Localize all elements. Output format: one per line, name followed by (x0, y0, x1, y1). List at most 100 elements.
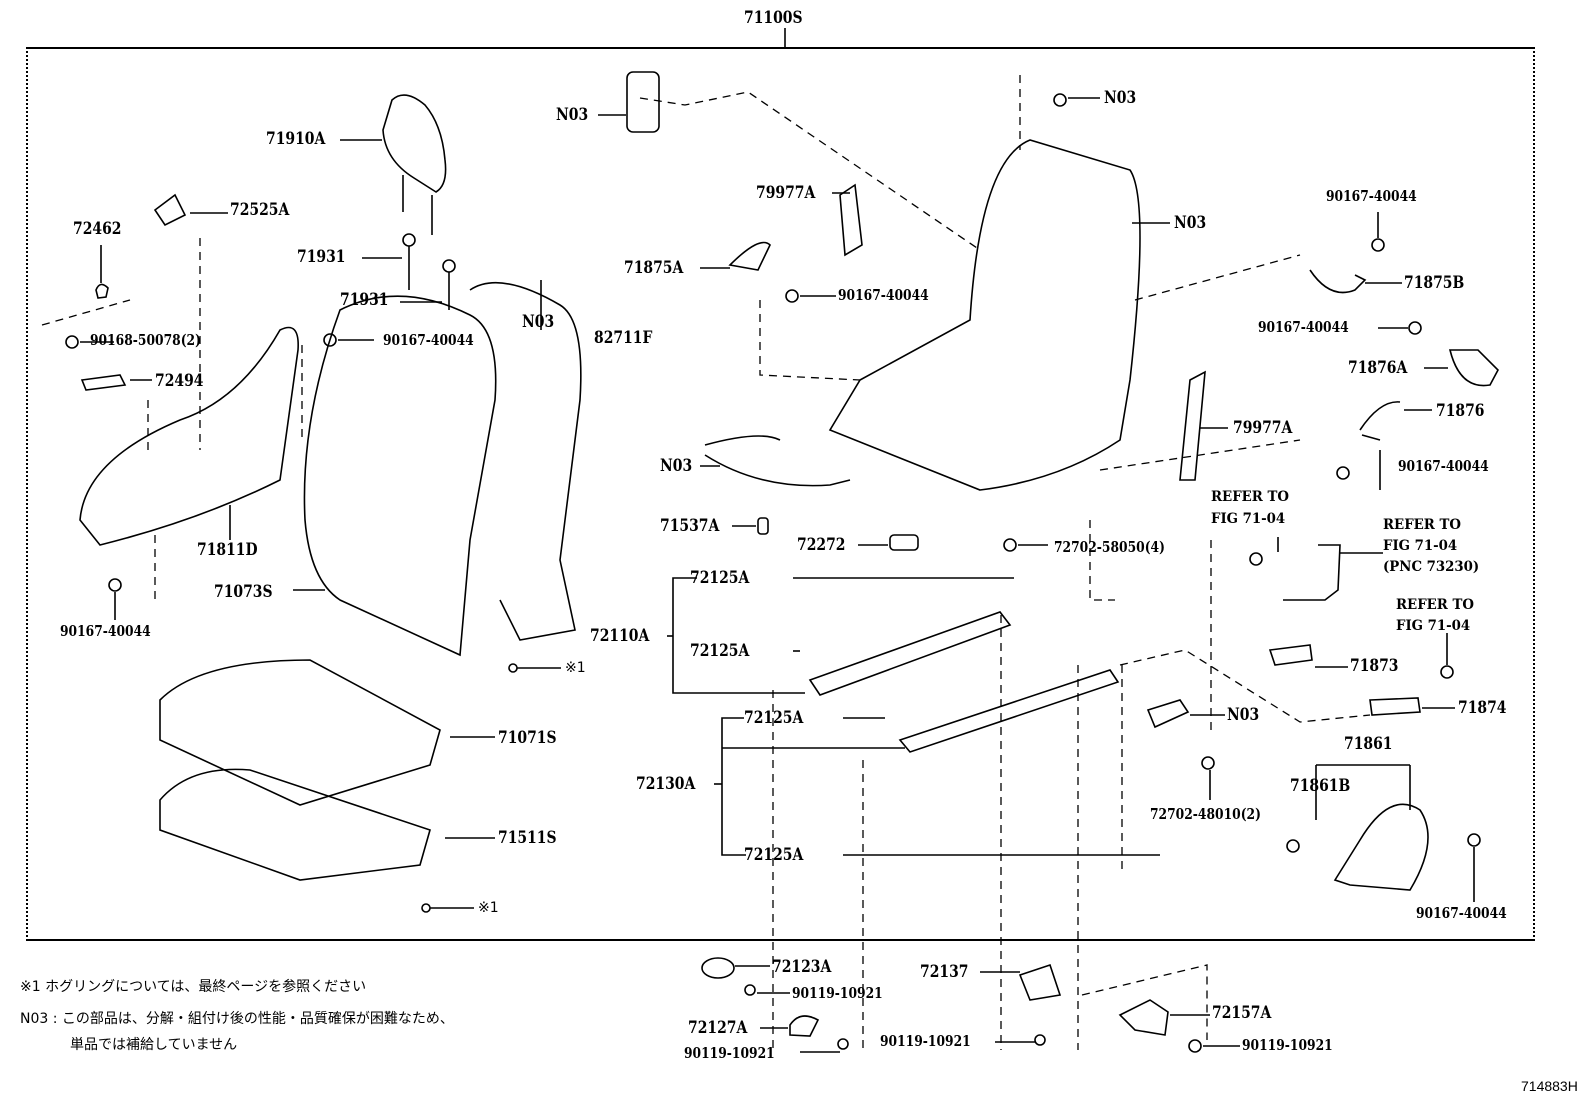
part-label-71861b[interactable]: 71861B (1290, 776, 1351, 796)
bracket-icon (1270, 645, 1312, 665)
refer-note-1-line1: REFER TO (1211, 489, 1289, 505)
part-label-72125a-2[interactable]: 72125A (690, 641, 750, 661)
screw-icon (786, 290, 798, 302)
adjuster-icon (900, 670, 1118, 752)
part-label-72702-48010[interactable]: 72702-48010(2) (1150, 805, 1261, 823)
refer-note-2-line3: (PNC 73230) (1383, 559, 1480, 575)
part-label-72125a-1[interactable]: 72125A (690, 568, 750, 588)
part-label-n03-nut[interactable]: N03 (1104, 88, 1137, 108)
part-label-79977a-left[interactable]: 79977A (756, 183, 816, 203)
part-label-71931-b[interactable]: 71931 (340, 290, 389, 310)
shield-icon (1450, 350, 1498, 386)
screw-icon (1372, 239, 1384, 251)
part-label-90168-50078[interactable]: 90168-50078(2) (90, 331, 201, 349)
n03-note-line1: N03 : この部品は、分解・組付け後の性能・品質確保が困難なため、 (20, 1011, 454, 1027)
part-label-71811d[interactable]: 71811D (197, 540, 258, 560)
screw-icon (1409, 322, 1421, 334)
buckle-icon (1283, 545, 1340, 600)
hogring-note: ※1 ホグリングについては、最終ページを参照ください (20, 979, 367, 995)
part-label-72127a[interactable]: 72127A (688, 1018, 748, 1038)
clip-icon (1287, 840, 1299, 852)
cover-icon (790, 1016, 818, 1036)
part-label-90167-40044-71861[interactable]: 90167-40044 (1416, 904, 1507, 922)
part-label-71537a[interactable]: 71537A (660, 516, 720, 536)
part-label-72462[interactable]: 72462 (73, 219, 122, 239)
knob-icon (82, 375, 125, 390)
part-label-90167-40044-top-right[interactable]: 90167-40044 (1326, 187, 1417, 205)
part-label-71875b[interactable]: 71875B (1404, 273, 1465, 293)
part-label-90119-10921-72127a[interactable]: 90119-10921 (684, 1044, 775, 1062)
part-label-72702-58050[interactable]: 72702-58050(4) (1054, 538, 1165, 556)
part-label-82711f[interactable]: 82711F (594, 328, 653, 348)
part-label-72123a[interactable]: 72123A (772, 957, 832, 977)
part-label-72125a-3[interactable]: 72125A (744, 708, 804, 728)
bracket-icon (1370, 698, 1420, 715)
part-label-n03-back-pad[interactable]: N03 (522, 312, 555, 332)
part-label-71931-a[interactable]: 71931 (297, 247, 346, 267)
airbag-icon (627, 72, 659, 132)
part-label-90167-40044-71876a[interactable]: 90167-40044 (1258, 318, 1349, 336)
part-label-72110a[interactable]: 72110A (590, 626, 650, 646)
part-label-71861[interactable]: 71861 (1344, 734, 1393, 754)
part-label-71876a[interactable]: 71876A (1348, 358, 1408, 378)
part-label-71073s[interactable]: 71073S (214, 582, 273, 602)
bolt-icon (838, 1039, 848, 1049)
assembly-part-number: 71100S (744, 8, 803, 28)
bolt-icon (1202, 757, 1214, 769)
bolt-icon (1035, 1035, 1045, 1045)
hogring-icon (422, 904, 430, 912)
hogring-ref-1: ※1 (565, 660, 586, 676)
part-label-n03-wire[interactable]: N03 (660, 456, 693, 476)
part-label-79977a-right[interactable]: 79977A (1233, 418, 1293, 438)
cap-icon (702, 958, 734, 978)
part-label-72494[interactable]: 72494 (155, 371, 204, 391)
clip-icon (1250, 553, 1262, 565)
shield-icon (80, 328, 298, 546)
refer-note-2-line1: REFER TO (1383, 517, 1461, 533)
part-label-72130a[interactable]: 72130A (636, 774, 696, 794)
part-label-72125a-4[interactable]: 72125A (744, 845, 804, 865)
part-label-90167-40044-mid[interactable]: 90167-40044 (383, 331, 474, 349)
hogring-icon (509, 664, 517, 672)
part-label-72272[interactable]: 72272 (797, 535, 846, 555)
refer-note-2-line2[interactable]: FIG 71-04 (1383, 538, 1458, 554)
adjuster-icon (810, 612, 1010, 695)
part-label-n03-airbag[interactable]: N03 (556, 105, 589, 125)
part-label-72157a[interactable]: 72157A (1212, 1003, 1272, 1023)
knob-icon (96, 284, 108, 298)
part-label-90167-40044-71876[interactable]: 90167-40044 (1398, 457, 1489, 475)
n03-note-line2: 単品では補給していません (70, 1037, 238, 1053)
cover-icon (1335, 804, 1428, 890)
part-label-90119-10921-72123a[interactable]: 90119-10921 (792, 984, 883, 1002)
part-label-n03-frame[interactable]: N03 (1174, 213, 1207, 233)
shield-icon (1310, 270, 1365, 293)
headrest-icon (383, 95, 446, 192)
part-label-71874[interactable]: 71874 (1458, 698, 1507, 718)
screw-icon (109, 579, 121, 591)
part-label-71873[interactable]: 71873 (1350, 656, 1399, 676)
part-label-71875a[interactable]: 71875A (624, 258, 684, 278)
nut-icon (1054, 94, 1066, 106)
screw-icon (1468, 834, 1480, 846)
part-label-90119-10921-72157a[interactable]: 90119-10921 (1242, 1036, 1333, 1054)
part-label-71511s[interactable]: 71511S (498, 828, 557, 848)
refer-note-1-line2[interactable]: FIG 71-04 (1211, 511, 1286, 527)
part-label-71071s[interactable]: 71071S (498, 728, 557, 748)
shield-icon (730, 243, 770, 271)
part-label-72525a[interactable]: 72525A (230, 200, 290, 220)
refer-note-3-line2[interactable]: FIG 71-04 (1396, 618, 1471, 634)
part-label-n03-lower-right[interactable]: N03 (1227, 705, 1260, 725)
bolt-icon (745, 985, 755, 995)
clip-icon (890, 535, 918, 550)
bolt-icon (1004, 539, 1016, 551)
part-label-72137[interactable]: 72137 (920, 962, 969, 982)
part-label-90167-40044-71875a[interactable]: 90167-40044 (838, 286, 929, 304)
part-label-headrest[interactable]: 71910A (266, 129, 326, 149)
part-label-71876[interactable]: 71876 (1436, 401, 1485, 421)
seatback-cover-icon (304, 296, 495, 655)
cushion-cover-icon (160, 660, 440, 805)
part-label-90119-10921-72137[interactable]: 90119-10921 (880, 1032, 971, 1050)
hogring-ref-2: ※1 (478, 900, 499, 916)
part-label-90167-40044-left[interactable]: 90167-40044 (60, 622, 151, 640)
